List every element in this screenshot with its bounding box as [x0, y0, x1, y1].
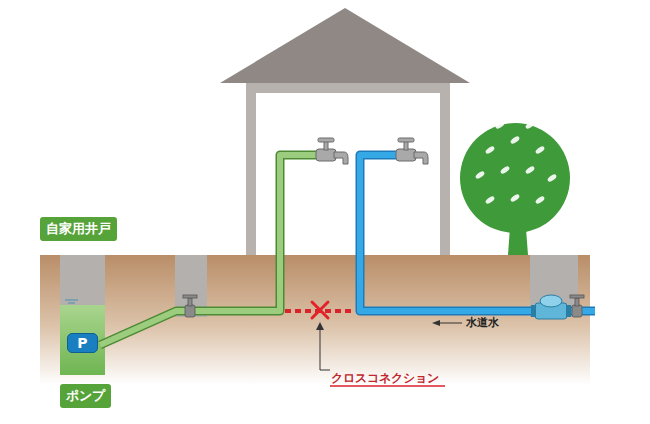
flow-arrow: [438, 323, 462, 324]
node-text: 自家用井戸: [46, 220, 111, 238]
node-text: ポンプ: [66, 387, 105, 405]
title-tag: 自家用井戸: [40, 217, 117, 241]
pump-box: P: [67, 333, 98, 353]
pump-tag: ポンプ: [60, 384, 111, 408]
valve: [570, 295, 584, 317]
leader-line: [320, 330, 330, 370]
well-water: [60, 305, 105, 375]
callout-label: クロスコネクション: [331, 370, 439, 387]
well-pipe: [100, 155, 318, 345]
tap-pipe: [360, 155, 595, 311]
faucet: [316, 138, 348, 164]
label-underline: [330, 385, 445, 387]
flow-label: 水道水: [466, 315, 499, 330]
faucet: [396, 138, 428, 164]
water-meter: [531, 295, 571, 319]
roof: [220, 8, 470, 83]
leader-arrowhead: [316, 322, 324, 330]
node-text: P: [77, 335, 87, 351]
well-pipe-outline: [100, 155, 318, 345]
tree: [460, 120, 570, 255]
flow-arrowhead: [432, 320, 440, 326]
tap-pipe-outline: [360, 155, 595, 311]
well-shaft: [60, 255, 105, 375]
valve: [183, 295, 197, 317]
ground: [40, 255, 590, 385]
cross-mark: [312, 302, 328, 318]
